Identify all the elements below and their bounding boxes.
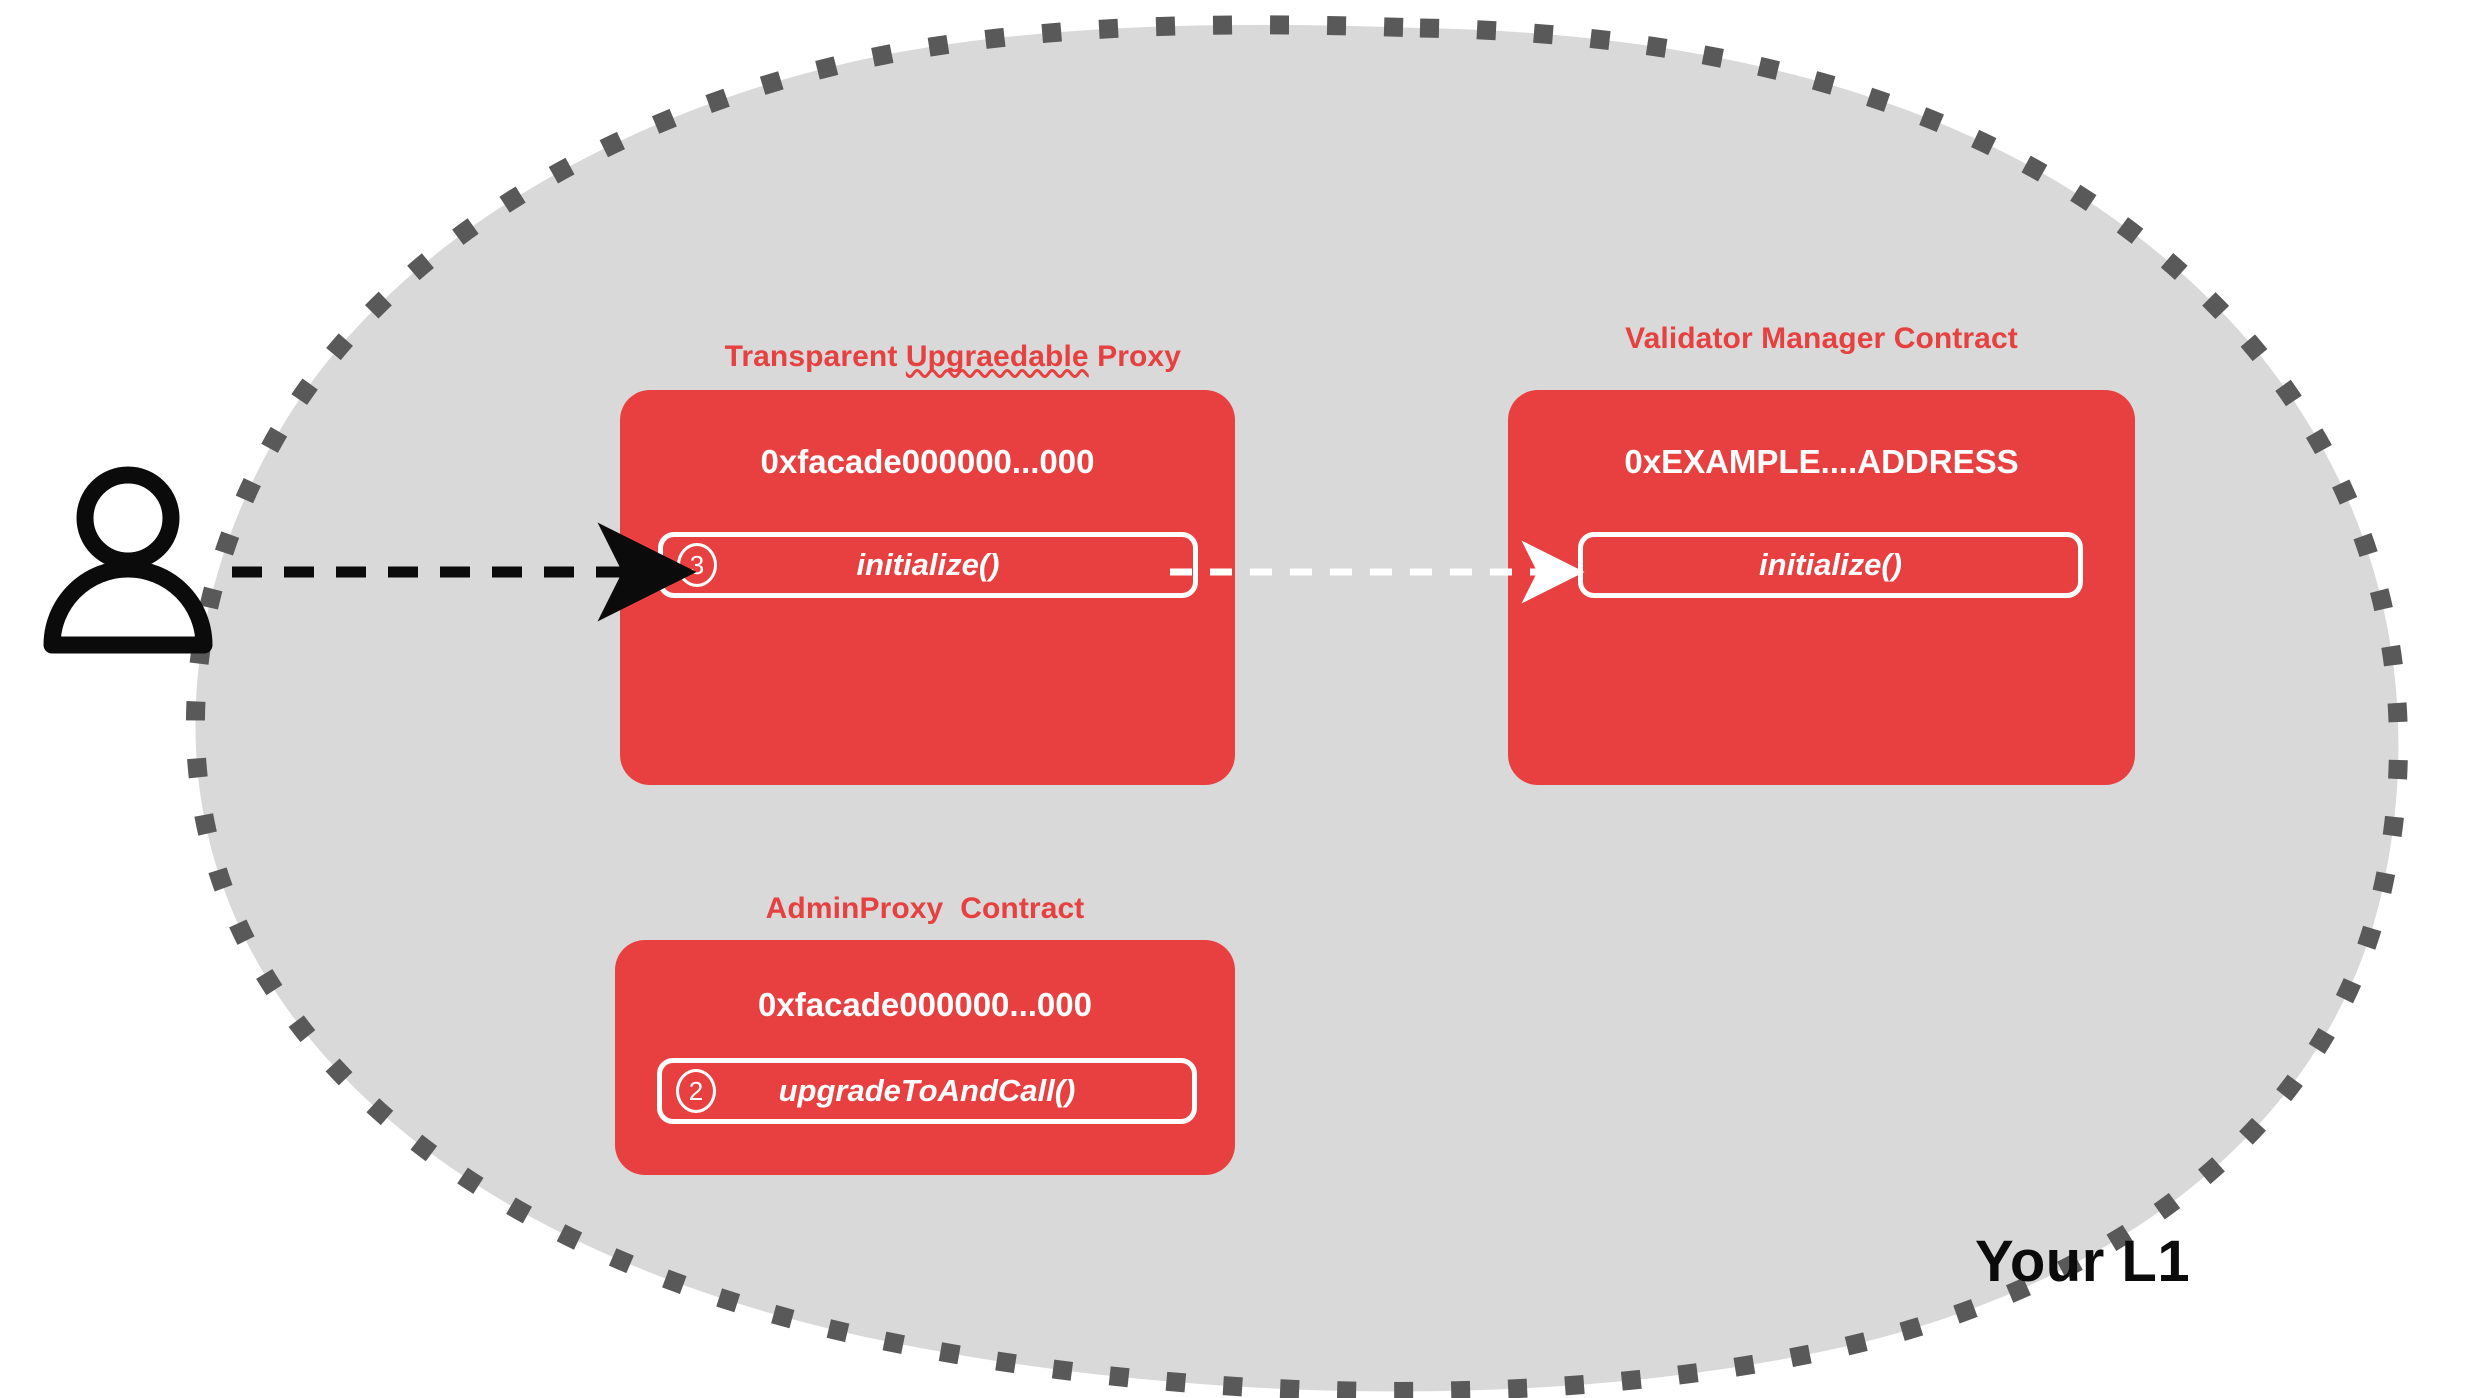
method-label-initialize: initialize() bbox=[856, 547, 1000, 582]
title-part-pre: Transparent bbox=[724, 340, 906, 373]
group-title-validator-manager: Validator Manager Contract bbox=[1625, 322, 2018, 355]
method-pill-upgrade-to-and-call[interactable]: 2 upgradeToAndCall() bbox=[657, 1058, 1197, 1124]
step-badge-2: 2 bbox=[676, 1069, 716, 1113]
title-part-misspelled: Upgraedable bbox=[905, 340, 1089, 373]
group-title-admin-proxy: AdminProxy Contract bbox=[765, 892, 1085, 925]
group-admin-proxy: AdminProxy Contract 0xfacade000000...000… bbox=[615, 890, 1235, 1175]
step-badge-3: 3 bbox=[677, 543, 717, 587]
environment-label: Your L1 bbox=[1975, 1229, 2191, 1294]
contract-card-transparent-upgradeable-proxy[interactable]: 0xfacade000000...000 3 initialize() bbox=[620, 390, 1235, 785]
contract-address-admin-proxy: 0xfacade000000...000 bbox=[758, 986, 1092, 1023]
group-validator-manager: Validator Manager Contract 0xEXAMPLE....… bbox=[1508, 320, 2135, 785]
method-label-initialize: initialize() bbox=[1759, 547, 1902, 582]
method-pill-initialize-proxy[interactable]: 3 initialize() bbox=[658, 532, 1198, 598]
contract-address-transparent-upgradeable-proxy: 0xfacade000000...000 bbox=[760, 443, 1095, 480]
method-label-upgrade-to-and-call: upgradeToAndCall() bbox=[778, 1073, 1076, 1108]
person-icon bbox=[43, 466, 213, 654]
contract-card-validator-manager[interactable]: 0xEXAMPLE....ADDRESS initialize() bbox=[1508, 390, 2135, 785]
contract-address-validator-manager: 0xEXAMPLE....ADDRESS bbox=[1624, 443, 2019, 480]
contract-card-admin-proxy[interactable]: 0xfacade000000...000 2 upgradeToAndCall(… bbox=[615, 940, 1235, 1175]
method-pill-initialize-validator-manager[interactable]: initialize() bbox=[1578, 532, 2083, 598]
title-part-post: Proxy bbox=[1088, 340, 1182, 373]
group-transparent-upgradeable-proxy: Transparent Upgraedable Proxy Contract (… bbox=[620, 300, 1235, 785]
